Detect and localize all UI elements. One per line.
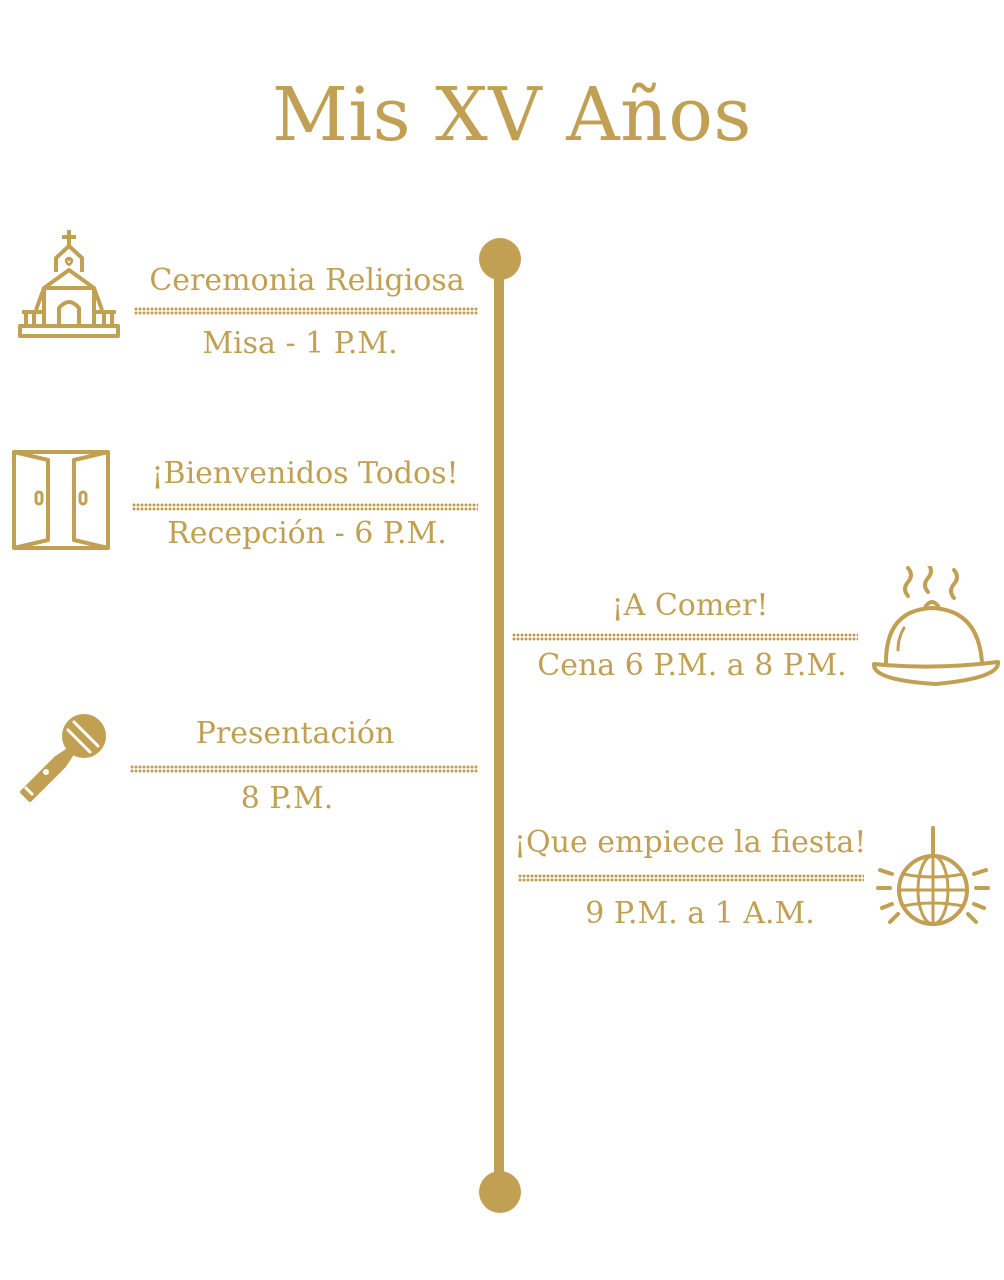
event-time-bienvenidos: Recepción - 6 P.M. — [167, 516, 447, 551]
event-time-fiesta: 9 P.M. a 1 A.M. — [585, 896, 815, 931]
event-title-ceremonia: Ceremonia Religiosa — [149, 263, 465, 298]
church-icon — [16, 228, 122, 342]
double-door-icon — [10, 448, 112, 554]
microphone-icon — [10, 712, 110, 804]
page-title: Mis XV Años — [272, 72, 752, 158]
event-time-comer: Cena 6 P.M. a 8 P.M. — [537, 648, 847, 683]
event-connector-fiesta — [518, 874, 864, 882]
event-title-fiesta: ¡Que empiece la fiesta! — [514, 825, 867, 860]
event-title-comer: ¡A Comer! — [611, 588, 769, 623]
event-time-ceremonia: Misa - 1 P.M. — [202, 326, 398, 361]
event-connector-comer — [512, 633, 858, 641]
event-title-bienvenidos: ¡Bienvenidos Todos! — [151, 456, 459, 491]
event-connector-presentacion — [130, 765, 478, 773]
event-connector-ceremonia — [134, 307, 478, 315]
event-connector-bienvenidos — [132, 503, 478, 511]
event-time-presentacion: 8 P.M. — [240, 781, 334, 816]
event-title-presentacion: Presentación — [195, 716, 395, 751]
serving-cloche-icon — [870, 566, 1002, 692]
timeline-start-dot — [479, 238, 521, 280]
disco-ball-icon — [876, 826, 990, 930]
timeline-line — [494, 258, 504, 1192]
timeline-end-dot — [479, 1171, 521, 1213]
